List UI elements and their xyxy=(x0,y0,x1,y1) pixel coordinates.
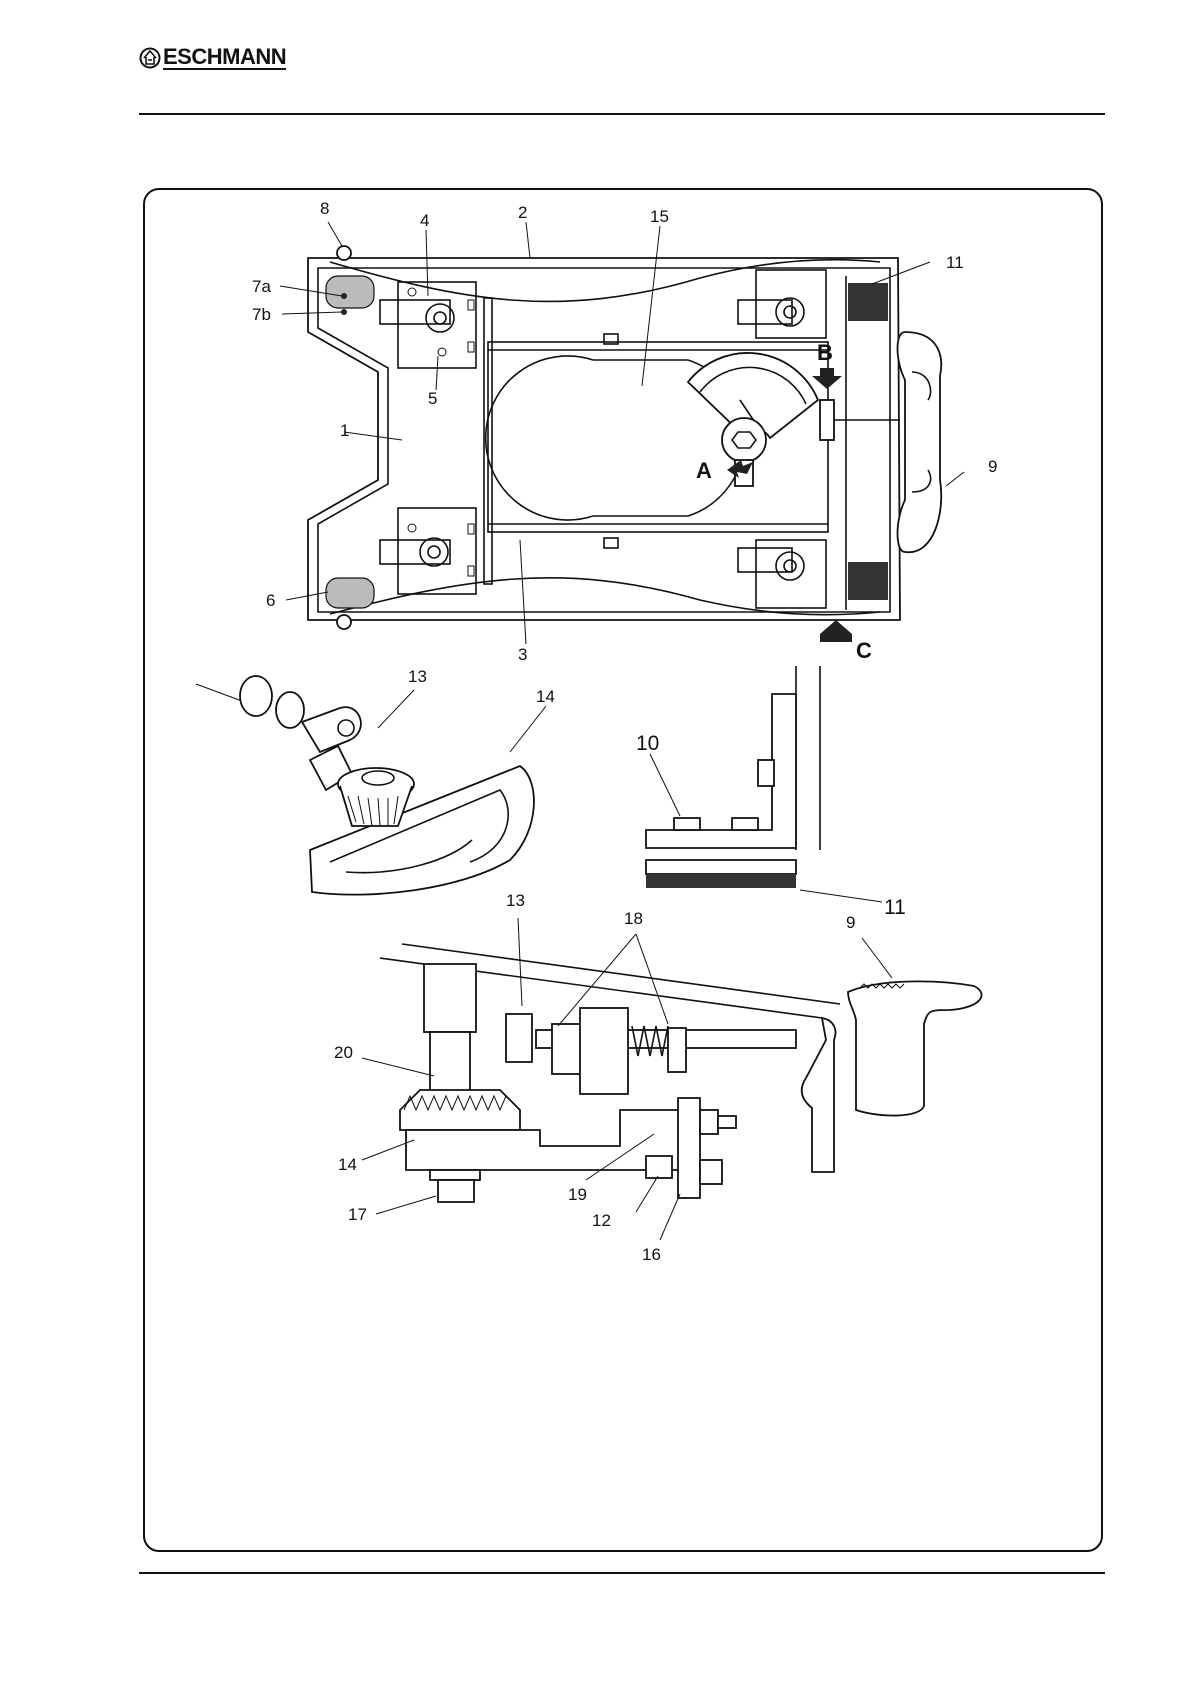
label-6: 6 xyxy=(266,591,275,610)
label-17: 17 xyxy=(348,1205,367,1224)
label-B: B xyxy=(817,340,833,365)
label-C: C xyxy=(856,638,872,663)
label-5: 5 xyxy=(428,389,437,408)
label-A: A xyxy=(696,458,712,483)
label-10: 10 xyxy=(636,732,659,755)
label-13-side: 13 xyxy=(506,891,525,910)
side-view-mechanism xyxy=(380,944,982,1202)
label-7a: 7a xyxy=(252,277,271,296)
label-13-gear: 13 xyxy=(408,667,427,686)
bracket-detail-view xyxy=(646,666,882,902)
label-20: 20 xyxy=(334,1043,353,1062)
base-plate-top-view xyxy=(308,246,941,642)
label-2: 2 xyxy=(518,203,527,222)
label-1: 1 xyxy=(340,421,349,440)
label-16: 16 xyxy=(642,1245,661,1264)
label-9-top: 9 xyxy=(988,457,997,476)
label-14-gear: 14 xyxy=(536,687,555,706)
label-9-side: 9 xyxy=(846,913,855,932)
gear-detail-leaders xyxy=(378,690,546,752)
label-11-top: 11 xyxy=(946,253,964,272)
label-12: 12 xyxy=(592,1211,611,1230)
label-8: 8 xyxy=(320,199,329,218)
label-11-bracket: 11 xyxy=(884,896,906,919)
label-14-side: 14 xyxy=(338,1155,357,1174)
label-15: 15 xyxy=(650,207,669,226)
label-7b: 7b xyxy=(252,305,271,324)
label-3: 3 xyxy=(518,645,527,664)
label-19: 19 xyxy=(568,1185,587,1204)
gear-detail-view xyxy=(196,676,534,895)
label-4: 4 xyxy=(420,211,429,230)
label-18: 18 xyxy=(624,909,643,928)
